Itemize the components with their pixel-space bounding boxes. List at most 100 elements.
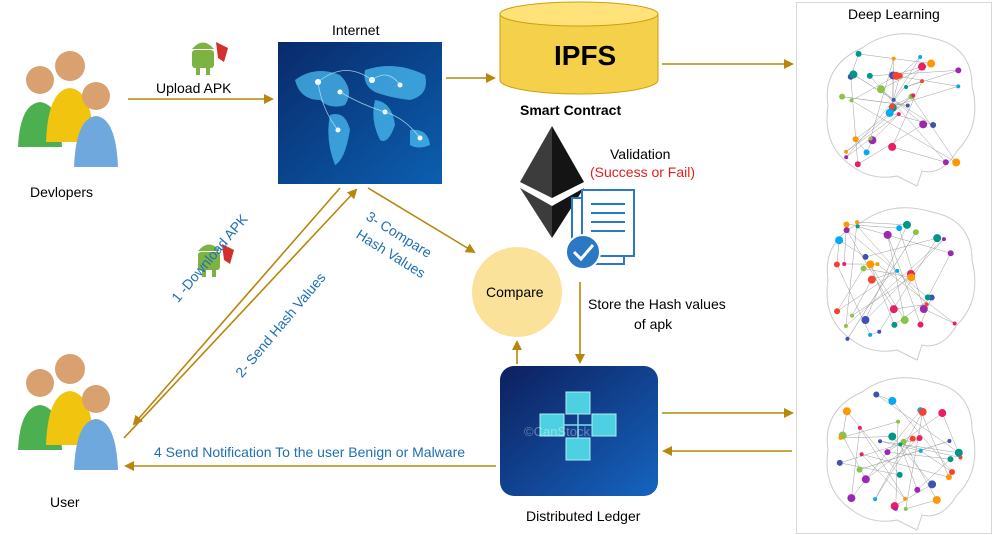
android-icon: [198, 244, 234, 277]
brain-edge: [836, 270, 898, 312]
brain-node: [891, 97, 896, 102]
brain-edge: [920, 410, 950, 478]
brain-node: [873, 497, 878, 502]
brain-edge: [846, 138, 871, 158]
brain-edge: [887, 412, 943, 453]
brain-node: [933, 234, 942, 243]
brain-node: [855, 220, 860, 225]
brain-node: [838, 435, 843, 440]
brain-edge: [857, 221, 907, 226]
brain-node: [875, 262, 880, 267]
brain-node: [878, 439, 883, 444]
users-icon: [18, 354, 118, 470]
brain-node: [888, 142, 897, 151]
brain-node: [955, 67, 962, 74]
brain-edge: [887, 234, 905, 321]
brain-node: [839, 93, 846, 100]
watermark-label: ©CanStock: [524, 424, 590, 439]
brain-node: [873, 391, 880, 398]
brain-edge: [874, 438, 913, 500]
brain-node: [847, 494, 856, 503]
brain-edge: [893, 56, 921, 100]
brain-node: [916, 435, 923, 442]
brain-node: [904, 84, 909, 89]
brain-edge: [851, 100, 957, 163]
brain-node: [850, 313, 855, 318]
compare-hash-arrow: [367, 187, 476, 254]
brain-edge: [859, 427, 906, 500]
brain-node: [896, 225, 903, 232]
brain-edge: [857, 226, 951, 254]
brain-edge: [836, 264, 871, 335]
brain-node: [947, 456, 954, 463]
brain-node: [888, 396, 897, 405]
brain-node: [843, 221, 850, 228]
brain-node: [884, 449, 891, 456]
brain-node: [849, 70, 858, 79]
brain-edge: [861, 454, 950, 478]
brain-edge: [851, 279, 873, 316]
brain-edge: [836, 240, 840, 265]
database-icon: [499, 1, 659, 95]
brain-edge: [899, 56, 921, 76]
brain-node: [859, 452, 864, 457]
brain-node: [888, 432, 897, 441]
brain-node: [891, 321, 898, 328]
brain-edge: [892, 146, 946, 163]
brain-edge: [872, 113, 899, 141]
brain-edge: [905, 70, 959, 88]
brain-edge: [851, 75, 897, 101]
brain-edge: [923, 308, 955, 324]
brain-node: [898, 442, 903, 447]
brain-node: [854, 161, 861, 168]
brain-node: [905, 103, 910, 108]
brain-node: [952, 321, 957, 326]
brain-node: [902, 220, 911, 229]
brain-edge: [905, 411, 923, 509]
brain-edge: [840, 421, 899, 439]
brain-edge: [836, 268, 864, 312]
brain-edge: [845, 222, 858, 326]
brain-node: [868, 332, 873, 337]
brain-node: [885, 108, 894, 117]
brain-edge: [905, 499, 937, 510]
brain-node: [918, 448, 923, 453]
brain-node: [843, 227, 850, 234]
brain-network-icon: [826, 207, 976, 361]
store-hash-label-1: Store the Hash values: [588, 296, 726, 312]
brain-node: [891, 56, 896, 61]
brain-node: [912, 229, 919, 236]
brain-node: [919, 120, 928, 129]
brain-node: [942, 159, 949, 166]
brain-node: [914, 486, 921, 493]
brain-edge: [879, 237, 938, 332]
brain-edge: [871, 270, 898, 280]
brain-network-icon: [826, 33, 976, 187]
brain-network-icon: [826, 377, 976, 531]
brain-node: [862, 253, 869, 260]
brain-node: [856, 466, 863, 473]
brain-node: [919, 79, 924, 84]
brain-edge: [894, 297, 932, 326]
brain-node: [956, 84, 961, 89]
brain-node: [917, 321, 924, 328]
brain-node: [877, 85, 886, 94]
brain-node: [919, 304, 928, 313]
brain-node: [833, 261, 840, 268]
brain-node: [863, 149, 870, 156]
developers-label: Devlopers: [30, 184, 94, 200]
store-hash-label-2: of apk: [634, 316, 673, 332]
brain-edge: [842, 96, 908, 106]
brain-node: [843, 323, 848, 328]
document-check-icon: [565, 189, 635, 270]
brain-node: [938, 409, 947, 418]
brain-node: [861, 475, 870, 484]
brain-node: [932, 495, 941, 504]
brain-node: [896, 419, 901, 424]
brain-edge: [903, 441, 937, 501]
brain-edge: [870, 58, 894, 139]
brain-node: [842, 407, 851, 416]
brain-edge: [894, 484, 933, 507]
brain-node: [918, 407, 927, 416]
